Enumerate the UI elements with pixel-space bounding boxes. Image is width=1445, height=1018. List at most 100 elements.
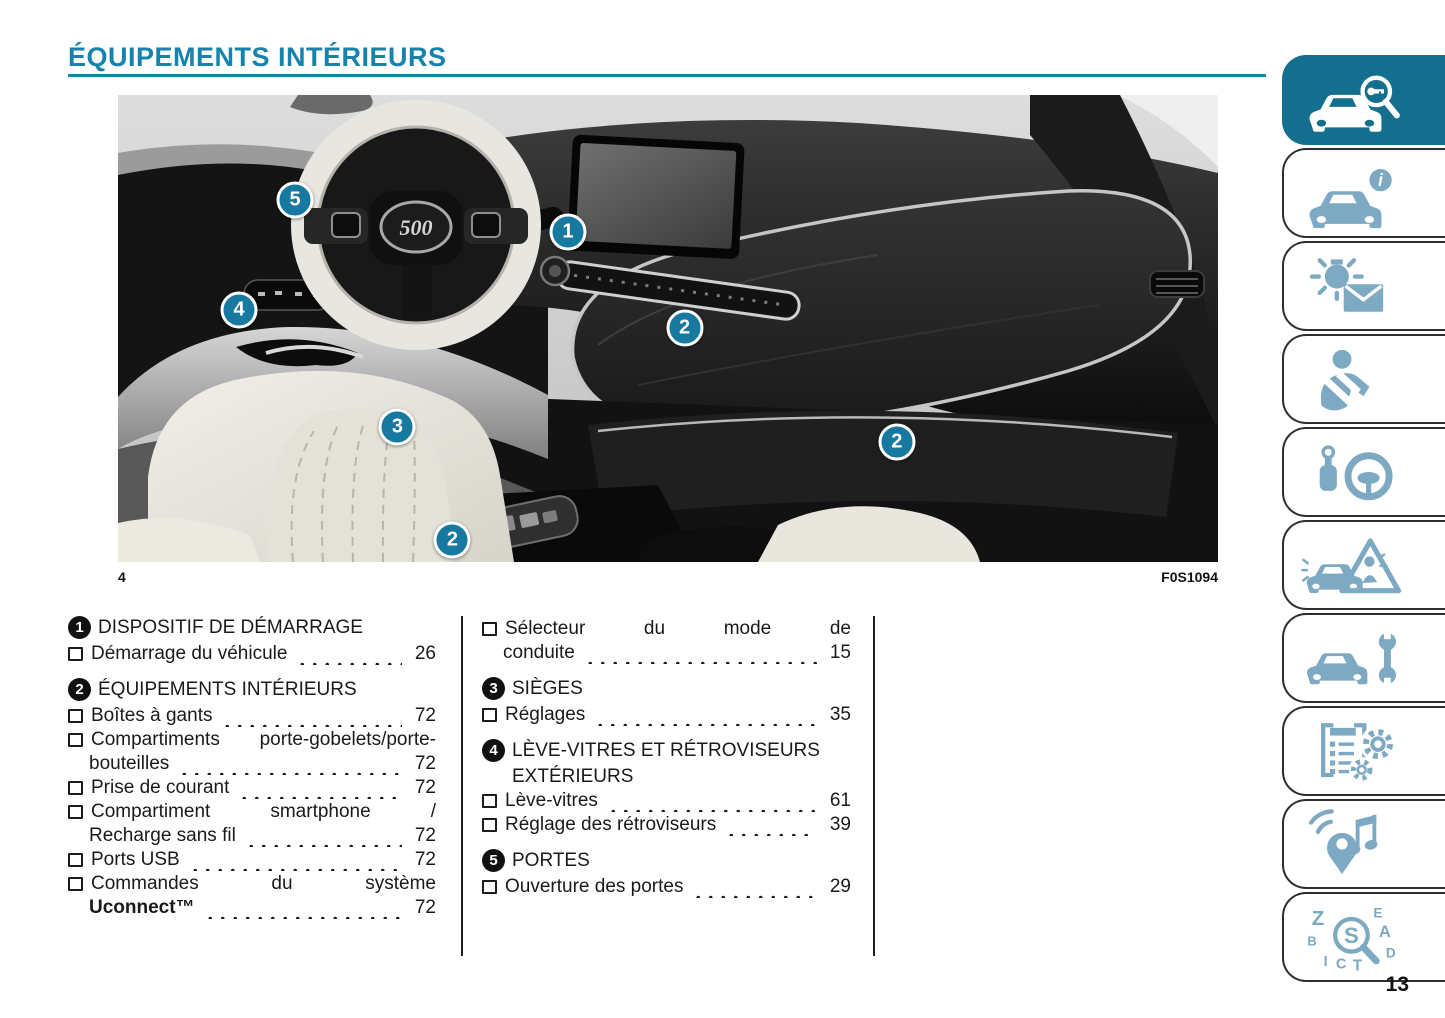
figure-caption: 4 F0S1094 xyxy=(118,569,1218,585)
index-section: 1 DISPOSITIF DE DÉMARRAGE Démarrage du véh… xyxy=(68,616,436,665)
callout-2: 2 xyxy=(433,521,471,559)
index-item-label: Réglage des rétroviseurs xyxy=(505,814,717,835)
index-item-pre-text: Commandes du système xyxy=(91,873,436,894)
section-number-badge: 2 xyxy=(68,678,91,701)
checkbox-icon xyxy=(68,877,83,891)
sidebar-tab-emergency[interactable] xyxy=(1282,520,1445,610)
dot-leader xyxy=(176,756,402,775)
index-item-label: Lève-vitres xyxy=(505,790,598,811)
svg-text:T: T xyxy=(1353,957,1363,973)
page-title: ÉQUIPEMENTS INTÉRIEURS xyxy=(68,42,447,72)
checkbox-icon xyxy=(482,794,497,808)
svg-text:i: i xyxy=(1378,170,1384,190)
sidebar-tab-lights-messages[interactable] xyxy=(1282,241,1445,331)
checkbox-icon xyxy=(68,647,83,661)
callout-2: 2 xyxy=(666,309,703,347)
index-item-label: Boîtes à gants xyxy=(91,705,213,726)
section-number-badge: 4 xyxy=(482,739,505,762)
index-item-label: Recharge sans fil xyxy=(89,825,236,846)
index-item-preline: Compartiment smartphone / xyxy=(68,800,436,823)
dot-leader xyxy=(186,852,402,871)
checkbox-icon xyxy=(482,708,497,722)
index-item: bouteilles 72 xyxy=(89,752,436,775)
sidebar-tab-dashboard-info[interactable]: i xyxy=(1282,148,1445,238)
checkbox-icon xyxy=(482,880,497,894)
music-navigation-icon xyxy=(1309,809,1378,874)
section-title: DISPOSITIF DE DÉMARRAGE xyxy=(98,617,363,638)
sidebar-tab-starting-driving[interactable] xyxy=(1282,427,1445,517)
section-title-line2: EXTÉRIEURS xyxy=(512,766,634,787)
svg-text:B: B xyxy=(1307,934,1316,949)
svg-text:C: C xyxy=(1336,957,1347,973)
dot-leader xyxy=(236,780,402,799)
index-item-label: Démarrage du véhicule xyxy=(91,643,288,664)
image-code: F0S1094 xyxy=(1161,569,1218,585)
dot-leader xyxy=(723,817,817,836)
dot-leader xyxy=(690,879,817,898)
sidebar-tabs: i xyxy=(1282,55,1445,985)
index-item-page: 35 xyxy=(829,704,851,725)
index-item: Recharge sans fil 72 xyxy=(89,824,436,847)
index-item-page: 72 xyxy=(414,825,436,846)
dot-leader xyxy=(604,793,817,812)
callout-5: 5 xyxy=(276,181,314,219)
wheel-logo: 500 xyxy=(400,215,433,240)
section-title: SIÈGES xyxy=(512,678,583,699)
index-item-preline: Sélecteur du mode de xyxy=(482,617,851,640)
callout-1: 1 xyxy=(549,213,587,251)
index-item-page: 72 xyxy=(414,753,436,774)
svg-text:Z: Z xyxy=(1312,907,1325,930)
index-item-label: Ouverture des portes xyxy=(505,876,684,897)
dot-leader xyxy=(592,707,817,726)
checkbox-icon xyxy=(482,622,497,636)
index-item-page: 72 xyxy=(414,897,436,918)
section-number-badge: 1 xyxy=(68,616,91,639)
checkbox-icon xyxy=(68,853,83,867)
section-title: PORTES xyxy=(512,850,590,871)
index-item-page: 72 xyxy=(414,705,436,726)
key-steering-wheel-icon xyxy=(1319,445,1393,501)
sidebar-tab-technical-data[interactable] xyxy=(1282,706,1445,796)
index-item-label: bouteilles xyxy=(89,753,170,774)
interior-photo: 500 5 4 1 2 3 2 2 xyxy=(118,95,1218,562)
index-item: Lève-vitres 61 xyxy=(482,789,851,812)
section-number-badge: 3 xyxy=(482,677,505,700)
car-info-icon: i xyxy=(1309,169,1392,229)
section-number-badge: 5 xyxy=(482,849,505,872)
section-header: 5 PORTES xyxy=(482,849,851,872)
section-title: ÉQUIPEMENTS INTÉRIEURS xyxy=(98,679,357,700)
sidebar-tab-safety[interactable] xyxy=(1282,334,1445,424)
index-item-pre-text: Compartiment smartphone / xyxy=(91,801,436,822)
sidebar-tab-vehicle-overview[interactable] xyxy=(1282,55,1445,145)
index-item: Boîtes à gants 72 xyxy=(68,704,436,727)
dot-leader xyxy=(242,828,402,847)
checkbox-icon xyxy=(68,733,83,747)
page-number: 13 xyxy=(1385,973,1409,996)
checkbox-icon xyxy=(68,709,83,723)
sidebar-tab-multimedia[interactable] xyxy=(1282,799,1445,889)
car-wrench-icon xyxy=(1306,628,1396,689)
car-warning-triangle-icon xyxy=(1301,538,1402,594)
callout-3: 3 xyxy=(378,408,416,446)
index-item-page: 72 xyxy=(414,777,436,798)
index-item-page: 61 xyxy=(829,790,851,811)
callout-4: 4 xyxy=(220,291,258,329)
callout-2: 2 xyxy=(878,423,916,461)
sidebar-tab-maintenance[interactable] xyxy=(1282,613,1445,703)
